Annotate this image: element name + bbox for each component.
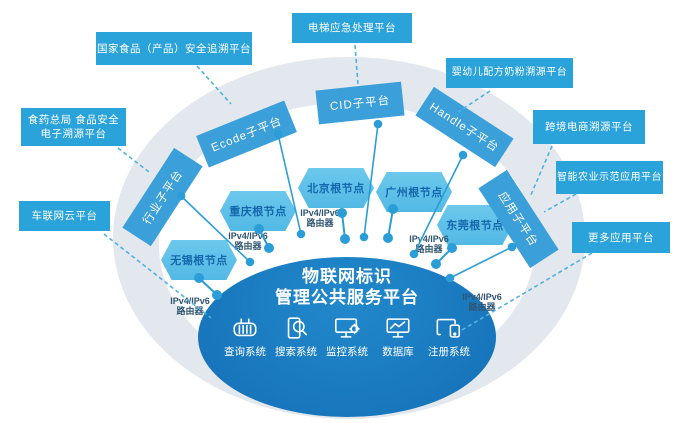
system-label: 监控系统 <box>326 346 368 358</box>
app-box-label: 婴幼儿配方奶粉溯源平台 <box>451 67 568 78</box>
app-box-infant-formula: 婴幼儿配方奶粉溯源平台 <box>446 58 573 88</box>
root-node-chongqing: 重庆根节点 <box>220 191 296 231</box>
search-icon <box>287 317 308 339</box>
platform-title-line2: 管理公共服务平台 <box>275 288 419 307</box>
app-box-label: 食药总局 食品安全 <box>27 114 120 126</box>
router-label-line1: IPv4/IPv6 <box>300 208 340 218</box>
root-node-label: 无锡根节点 <box>170 255 228 267</box>
root-node-beijing: 北京根节点 <box>298 168 374 208</box>
sub-platform-label: CID子平台 <box>329 94 391 114</box>
root-node-label: 重庆根节点 <box>229 206 287 218</box>
app-box-smart-agriculture: 智能农业示范应用平台 <box>556 161 663 194</box>
system-query: 查询系统 <box>223 315 267 359</box>
router-label-line2: 路由器 <box>176 306 204 316</box>
app-box-label: 车联网云平台 <box>31 210 98 222</box>
root-node-label: 东莞根节点 <box>446 220 504 232</box>
database-icon <box>386 318 410 338</box>
system-label: 搜索系统 <box>275 346 317 358</box>
system-label: 注册系统 <box>428 346 470 358</box>
system-search: 搜索系统 <box>274 315 318 359</box>
register-icon <box>436 318 461 338</box>
platform-title: 物联网标识 管理公共服务平台 <box>198 266 496 308</box>
root-node-label: 北京根节点 <box>307 183 365 195</box>
app-box-national-food: 国家食品（产品）安全追溯平台 <box>96 32 252 65</box>
app-box-label: 更多应用平台 <box>588 231 654 244</box>
system-label: 数据库 <box>382 346 414 358</box>
router-label-line1: IPv4/IPv6 <box>170 296 210 306</box>
app-box-label: 电梯应急处理平台 <box>308 22 396 34</box>
app-box-cross-border: 跨境电商溯源平台 <box>533 110 645 144</box>
center-platform-ellipse: 物联网标识 管理公共服务平台 查询系统 搜索系统 <box>198 257 496 417</box>
root-node-label: 广州根节点 <box>385 187 443 199</box>
router-label-line2: 路由器 <box>306 218 334 228</box>
system-monitor: 监控系统 <box>325 315 369 359</box>
router-label-line1: IPv4/IPv6 <box>462 292 502 302</box>
router-label-line1: IPv4/IPv6 <box>409 234 449 244</box>
router-label-line2: 路由器 <box>234 241 262 251</box>
app-box-cfda-food: 食药总局 食品安全电子溯源平台 <box>21 108 126 146</box>
app-box-elevator: 电梯应急处理平台 <box>292 13 412 43</box>
router-label-line2: 路由器 <box>468 302 496 312</box>
router-label-line1: IPv4/IPv6 <box>228 231 268 241</box>
app-box-label: 国家食品（产品）安全追溯平台 <box>97 42 251 55</box>
system-label: 查询系统 <box>224 346 266 358</box>
systems-row: 查询系统 搜索系统 监控系统 <box>198 315 496 359</box>
system-register: 注册系统 <box>427 315 471 359</box>
platform-title-line1: 物联网标识 <box>302 267 392 286</box>
app-box-more: 更多应用平台 <box>572 222 670 253</box>
root-node-guangzhou: 广州根节点 <box>376 172 452 212</box>
router-label-line2: 路由器 <box>415 244 443 254</box>
app-box-label: 跨境电商溯源平台 <box>545 121 633 133</box>
monitor-icon <box>335 318 360 338</box>
query-icon <box>233 318 257 337</box>
app-box-iov-cloud: 车联网云平台 <box>19 201 110 231</box>
app-box-label: 电子溯源平台 <box>40 128 107 140</box>
app-box-label: 智能农业示范应用平台 <box>557 171 662 183</box>
system-database: 数据库 <box>376 315 420 359</box>
